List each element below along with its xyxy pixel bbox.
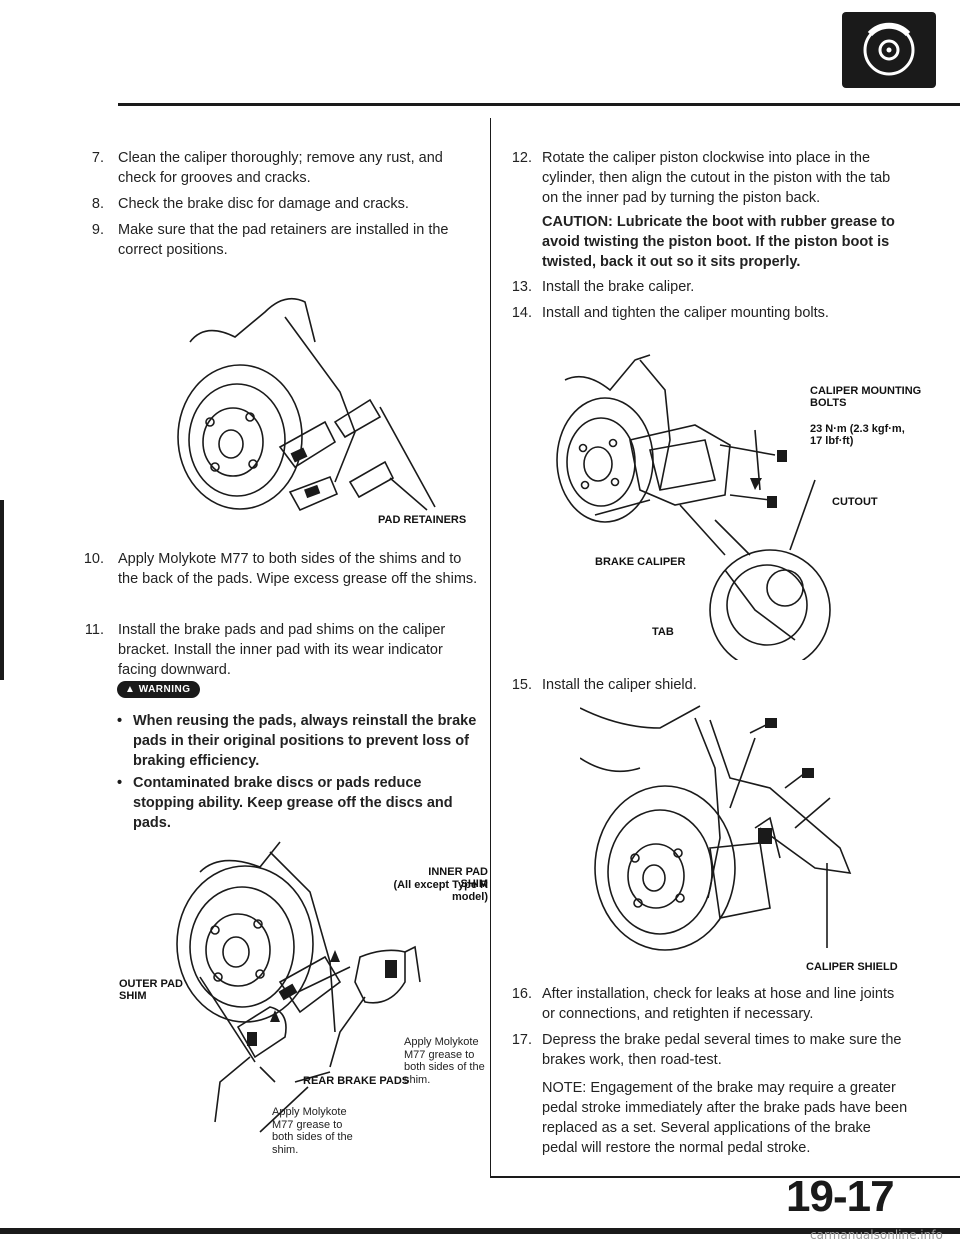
step-16-number: 16. [511,986,532,1002]
page-number: 19-17 [786,1172,895,1221]
caliper-shield-label: CALIPER SHIELD [806,961,898,973]
footer-bar [0,1228,960,1234]
step-11-text: Install the brake pads and pad shims on … [118,622,446,678]
warning-bullet-icon: • [117,775,123,791]
warning-text-1: When reusing the pads, always reinstall … [133,713,477,769]
brake-caliper-label: BRAKE CALIPER [595,556,686,568]
warning-triangle-icon: ▲ [125,684,136,695]
note-text: NOTE: Engagement of the brake may requir… [542,1080,908,1156]
warning-text-2: Contaminated brake discs or pads reduce … [133,775,453,831]
step-11-number: 11. [84,622,104,638]
tab-label: TAB [652,626,674,638]
step-9-number: 9. [91,222,104,238]
step-14-number: 14. [511,305,532,321]
cutout-label: CUTOUT [832,496,878,508]
step-8-number: 8. [91,196,104,212]
header-rule [118,103,960,106]
apply-note-right: Apply Molykote M77 grease to both sides … [404,1036,485,1086]
step-12-text: Rotate the caliper piston clockwise into… [542,150,891,206]
warning-badge-label: WARNING [138,684,191,695]
step-9-text: Make sure that the pad retainers are ins… [118,222,449,258]
step-10-number: 10. [83,551,104,567]
pad-retainers-label: PAD RETAINERS [378,514,467,526]
warning-badge: ▲ WARNING [117,681,200,698]
inner-pad-shim-note: (All except Type R model) [393,879,488,903]
step-14-text: Install and tighten the caliper mounting… [542,305,829,321]
rear-brake-pads-label: REAR BRAKE PADS [303,1075,410,1087]
left-margin-bar [0,500,4,680]
inner-pad-shim-label: INNER PAD SHIM [428,866,488,890]
step-13-number: 13. [511,279,532,295]
apply-note-bottom: Apply Molykote M77 grease to both sides … [272,1106,353,1156]
step-7-text: Clean the caliper thoroughly; remove any… [118,150,443,186]
pad-retainers-figure [165,282,465,527]
caliper-bolts-torque: 23 N·m (2.3 kgf·m, 17 lbf·ft) [810,423,905,447]
warning-bullet-icon: • [117,713,123,729]
footer-rule-top [490,1176,960,1178]
brake-disc-icon [863,22,915,76]
section-icon [842,12,936,88]
step-10-text: Apply Molykote M77 to both sides of the … [118,551,478,587]
caliper-shield-figure [580,698,890,966]
column-divider [490,118,491,1176]
step-8-text: Check the brake disc for damage and crac… [118,196,409,212]
caution-text: CAUTION: Lubricate the boot with rubber … [542,214,895,270]
outer-pad-shim-label: OUTER PAD SHIM [119,978,183,1002]
caliper-mounting-figure [555,350,915,660]
step-13-text: Install the brake caliper. [542,279,695,295]
step-17-text: Depress the brake pedal several times to… [542,1032,902,1068]
step-15-number: 15. [511,677,532,693]
brake-pads-shims-figure [160,832,490,1162]
watermark: carmanualsonline.info [810,1228,943,1242]
caliper-bolts-label: CALIPER MOUNTING BOLTS [810,385,922,409]
step-12-number: 12. [511,150,532,166]
step-15-text: Install the caliper shield. [542,677,697,693]
step-16-text: After installation, check for leaks at h… [542,986,895,1022]
step-17-number: 17. [511,1032,532,1048]
step-7-number: 7. [91,150,104,166]
